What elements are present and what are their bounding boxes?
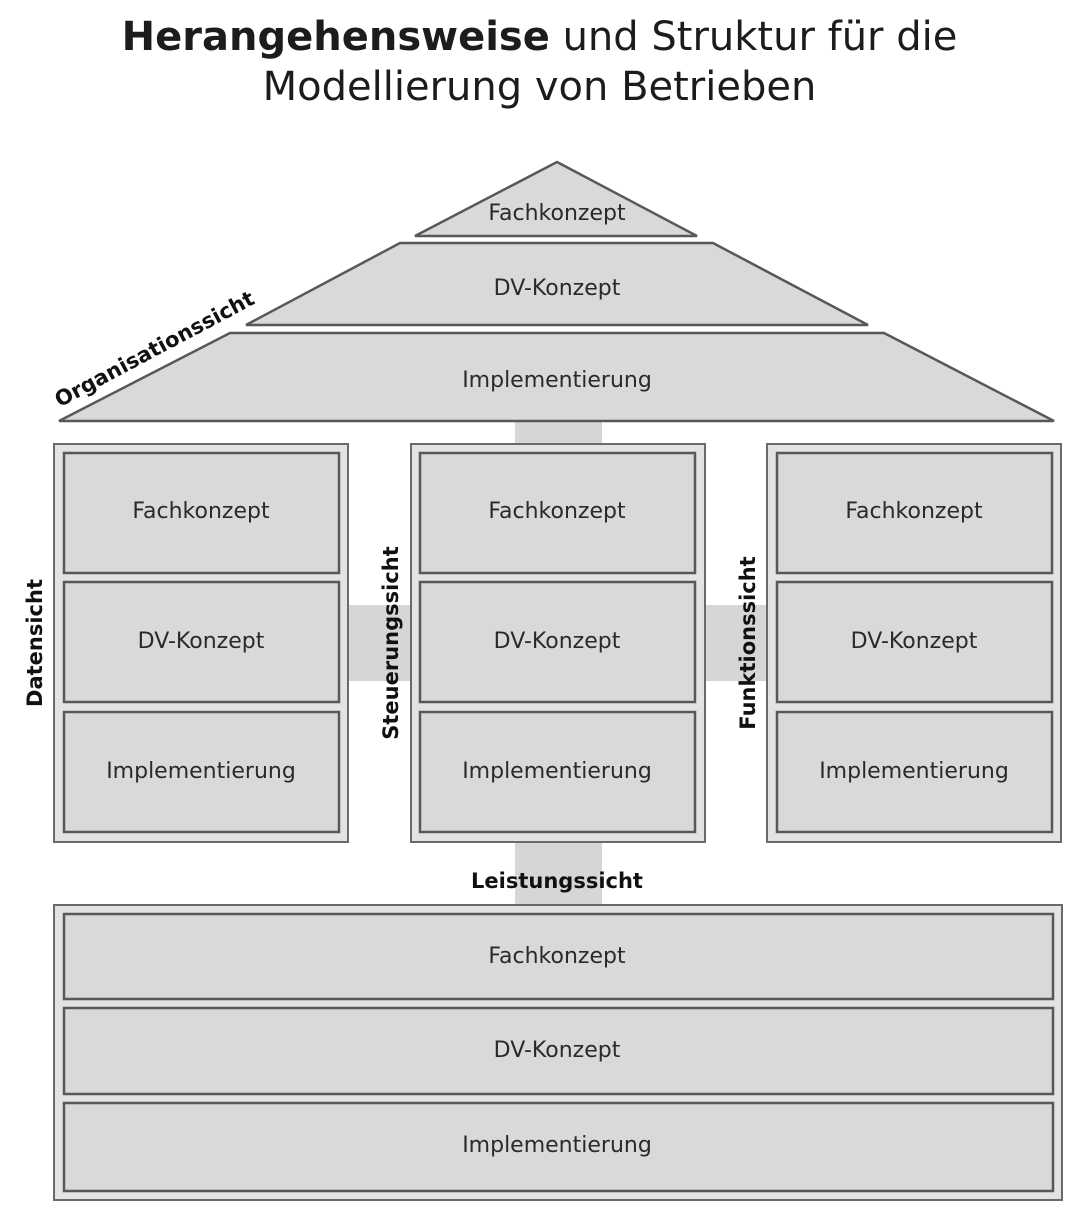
steuerung-impl-label: Implementierung — [462, 759, 652, 784]
title-rest: und Struktur für die — [549, 14, 958, 60]
connector-daten-steuerung — [347, 605, 413, 681]
roof-dv-konzept — [245, 241, 869, 327]
leistungssicht-label: Leistungssicht — [471, 869, 643, 893]
connector-roof-steuerung — [515, 420, 602, 446]
daten-dv-label: DV-Konzept — [138, 629, 265, 654]
organisation-roof: Fachkonzept DV-Konzept Implementierung O… — [51, 160, 1055, 423]
leistung-implementierung-box — [62, 1101, 1055, 1193]
daten-dv-konzept-box — [62, 580, 341, 704]
leistung-fach-label: Fachkonzept — [488, 944, 626, 969]
title-line2: Modellierung von Betrieben — [262, 64, 817, 110]
funktionssicht-label: Funktionssicht — [736, 556, 760, 729]
leistungssicht-base: Fachkonzept DV-Konzept Implementierung — [53, 904, 1063, 1201]
daten-fachkonzept-box — [62, 451, 341, 575]
leistung-impl-label: Implementierung — [462, 1133, 652, 1158]
steuerung-implementierung-box — [418, 710, 697, 834]
funktion-dv-label: DV-Konzept — [851, 629, 978, 654]
diagram-title: Herangehensweise und Struktur für die Mo… — [0, 12, 1079, 112]
title-bold: Herangehensweise — [121, 14, 550, 60]
daten-implementierung-box — [62, 710, 341, 834]
roof-dv-label: DV-Konzept — [494, 276, 621, 301]
funktion-impl-label: Implementierung — [819, 759, 1009, 784]
funktion-fach-label: Fachkonzept — [845, 499, 983, 524]
steuerung-fach-label: Fachkonzept — [488, 499, 626, 524]
daten-impl-label: Implementierung — [106, 759, 296, 784]
roof-impl-label: Implementierung — [462, 368, 652, 393]
funktionssicht-column: Fachkonzept DV-Konzept Implementierung F… — [736, 443, 1062, 843]
leistung-dv-label: DV-Konzept — [494, 1038, 621, 1063]
funktion-implementierung-box — [775, 710, 1054, 834]
steuerung-fachkonzept-box — [418, 451, 697, 575]
connector-steuerung-funktion — [703, 605, 769, 681]
connector-steuerung-leistung — [515, 840, 602, 906]
daten-fach-label: Fachkonzept — [132, 499, 270, 524]
funktion-fachkonzept-box — [775, 451, 1054, 575]
roof-fach-label: Fachkonzept — [488, 201, 626, 226]
leistung-dv-konzept-box — [62, 1006, 1055, 1096]
steuerung-dv-konzept-box — [418, 580, 697, 704]
datensicht-column: Fachkonzept DV-Konzept Implementierung D… — [23, 443, 349, 843]
roof-implementierung — [58, 331, 1055, 423]
steuerung-dv-label: DV-Konzept — [494, 629, 621, 654]
steuerungssicht-label: Steuerungssicht — [379, 546, 403, 740]
leistung-fachkonzept-box — [62, 912, 1055, 1001]
datensicht-label: Datensicht — [23, 579, 47, 707]
funktion-dv-konzept-box — [775, 580, 1054, 704]
roof-fachkonzept — [414, 160, 698, 238]
steuerungssicht-column: Fachkonzept DV-Konzept Implementierung S… — [379, 443, 706, 843]
